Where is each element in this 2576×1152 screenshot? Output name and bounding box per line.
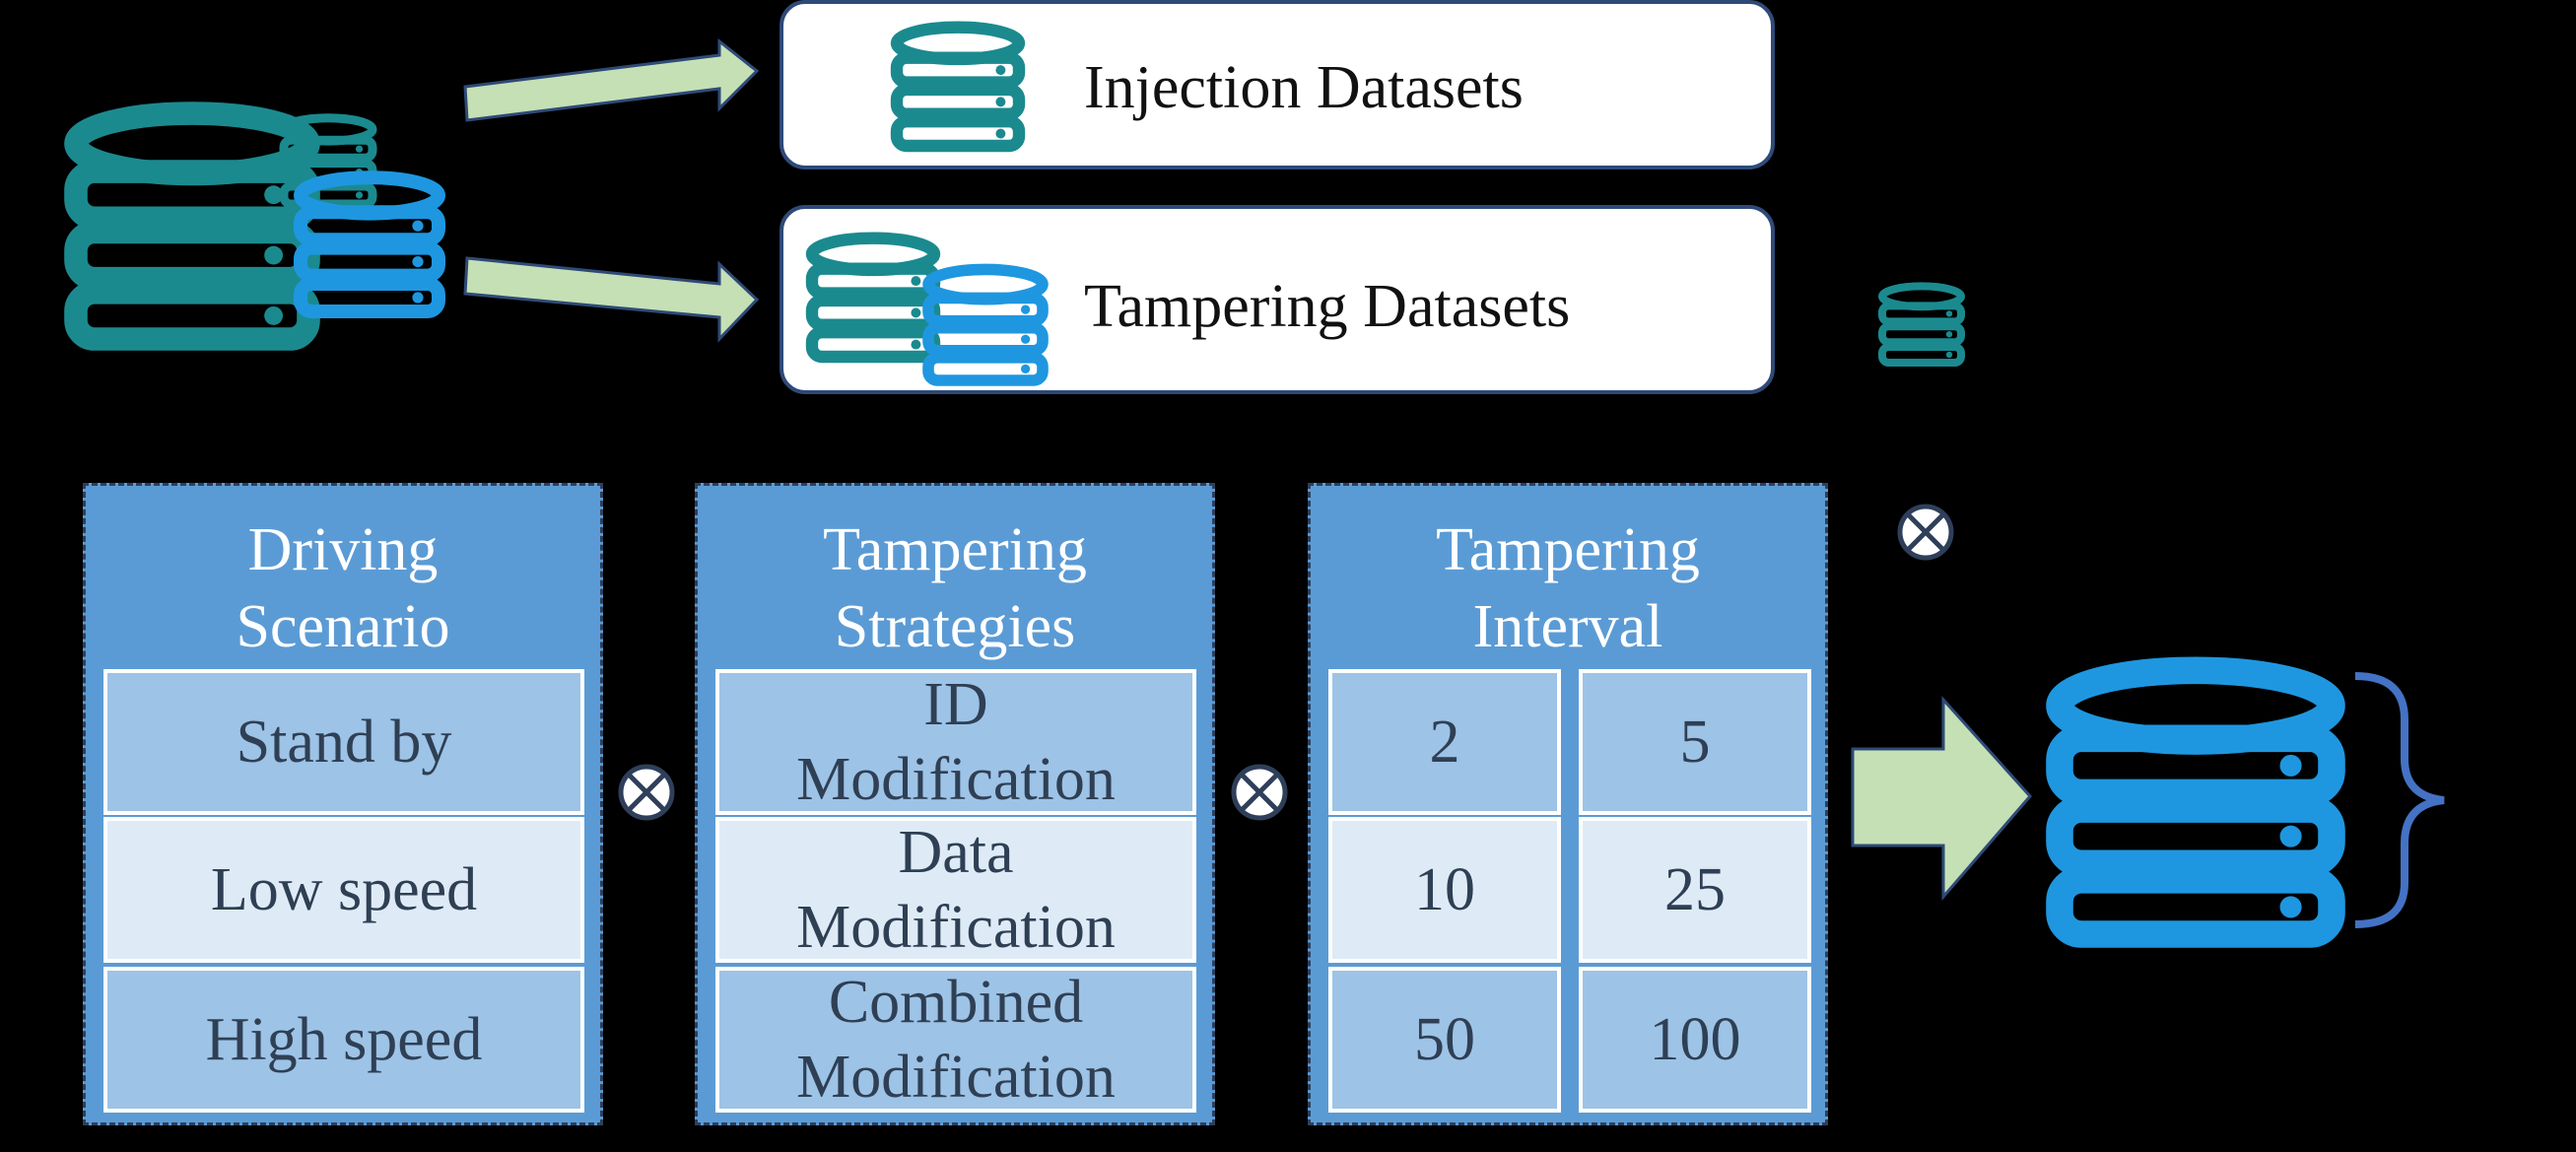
strategy-line: Combined <box>828 969 1084 1036</box>
driving-scenario-cell: Low speed <box>103 817 584 963</box>
database-icon <box>897 28 1019 146</box>
injection-datasets-label: Injection Datasets <box>1084 54 1524 121</box>
driving-scenario-cell: Stand by <box>103 669 584 815</box>
arrow-right-icon <box>463 256 760 343</box>
strategy-line: Modification <box>796 1044 1116 1111</box>
arrow-right-icon <box>463 37 760 122</box>
tampering-interval-panel: Tampering Interval 2 5 10 25 50 100 <box>1308 483 1828 1125</box>
tampering-strategy-cell: Combined Modification <box>715 967 1196 1113</box>
otimes-icon <box>1897 504 1954 561</box>
strategy-line: Data <box>898 819 1014 886</box>
interval-cell: 100 <box>1579 967 1811 1113</box>
arrow-right-icon <box>1851 696 2032 902</box>
interval-cell: 5 <box>1579 669 1811 815</box>
panel-title-line: Scenario <box>236 593 450 660</box>
interval-cell: 2 <box>1328 669 1561 815</box>
interval-cell: 25 <box>1579 817 1811 963</box>
panel-title-line: Strategies <box>834 593 1076 660</box>
panel-title-line: Tampering <box>1436 516 1700 583</box>
driving-scenario-cell: High speed <box>103 967 584 1113</box>
strategy-line: ID <box>923 671 988 738</box>
panel-title-line: Interval <box>1472 593 1663 660</box>
database-icon <box>928 269 1043 380</box>
otimes-icon <box>618 764 675 821</box>
strategy-line: Modification <box>796 894 1116 961</box>
interval-cell: 10 <box>1328 817 1561 963</box>
panel-title-line: Tampering <box>823 516 1087 583</box>
otimes-icon <box>1231 764 1288 821</box>
driving-scenario-panel: Driving Scenario Stand by Low speed High… <box>83 483 603 1125</box>
interval-cell: 50 <box>1328 967 1561 1113</box>
panel-title-line: Driving <box>247 516 439 583</box>
tampering-datasets-label: Tampering Datasets <box>1084 273 1571 340</box>
strategy-line: Modification <box>796 746 1116 813</box>
database-icon <box>812 238 934 357</box>
tampering-strategies-panel: Tampering Strategies ID Modification Dat… <box>695 483 1215 1125</box>
tampering-strategy-cell: Data Modification <box>715 817 1196 963</box>
right-brace-icon <box>2354 672 2445 928</box>
tampering-strategy-cell: ID Modification <box>715 669 1196 815</box>
